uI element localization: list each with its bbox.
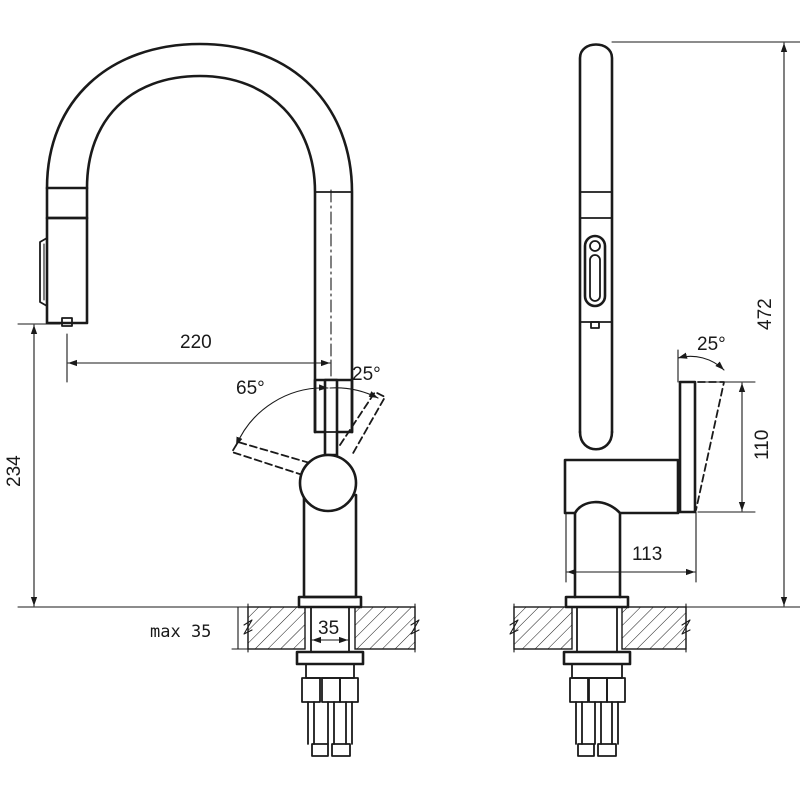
- dim-angle-left-label: 65°: [236, 378, 265, 399]
- front-lever-knob: [298, 453, 358, 513]
- dim-lever-angles: 65° 25°: [235, 364, 381, 447]
- dim-outlet-height-label: 234: [4, 455, 25, 487]
- dim-hole-diameter-label: 35: [318, 618, 339, 639]
- front-mount-nut: [295, 650, 365, 666]
- front-spout-outer: [45, 42, 354, 434]
- dim-side-angle-label: 25°: [697, 334, 726, 355]
- dim-hole-diameter: 35: [311, 618, 349, 644]
- dim-spout-reach-label: 220: [180, 332, 212, 353]
- side-spout: [578, 43, 614, 434]
- dim-body-depth-label: 113: [632, 544, 662, 565]
- dim-lever-height: 110: [697, 381, 773, 513]
- side-lever: [678, 380, 697, 514]
- dim-outlet-height: 234: [4, 323, 249, 608]
- side-base-ring: [564, 595, 630, 609]
- dim-lever-height-label: 110: [752, 430, 773, 460]
- dim-max-thickness-label: max 35: [150, 622, 211, 642]
- dim-body-depth: 113: [565, 511, 697, 583]
- side-counter-right: [621, 606, 687, 650]
- side-body: [563, 458, 680, 515]
- front-hoses: [301, 677, 359, 757]
- dim-total-height: 472: [611, 41, 800, 608]
- front-spout-inner: [85, 74, 317, 434]
- dim-side-angle: 25°: [677, 334, 726, 383]
- dim-total-height-label: 472: [755, 298, 776, 330]
- front-counter-left: [247, 606, 306, 650]
- front-lever: [323, 378, 339, 457]
- side-counter-left: [513, 606, 573, 650]
- front-base-ring: [297, 595, 363, 609]
- front-lever-pos-left: [231, 441, 321, 481]
- dim-angle-right-label: 25°: [352, 364, 381, 385]
- side-mount-nut: [562, 650, 632, 666]
- front-lever-pos-right: [339, 391, 386, 456]
- front-counter-right: [354, 606, 416, 650]
- side-lever-pos: [695, 381, 725, 511]
- front-view: 220 65° 25° 234 max 35 35: [4, 42, 420, 757]
- side-view: 25° 110 113 472: [509, 41, 800, 757]
- side-spray-button: [583, 234, 607, 308]
- front-spray-head: [39, 186, 89, 327]
- side-hoses: [569, 677, 626, 757]
- dim-spout-reach: 220: [66, 332, 332, 383]
